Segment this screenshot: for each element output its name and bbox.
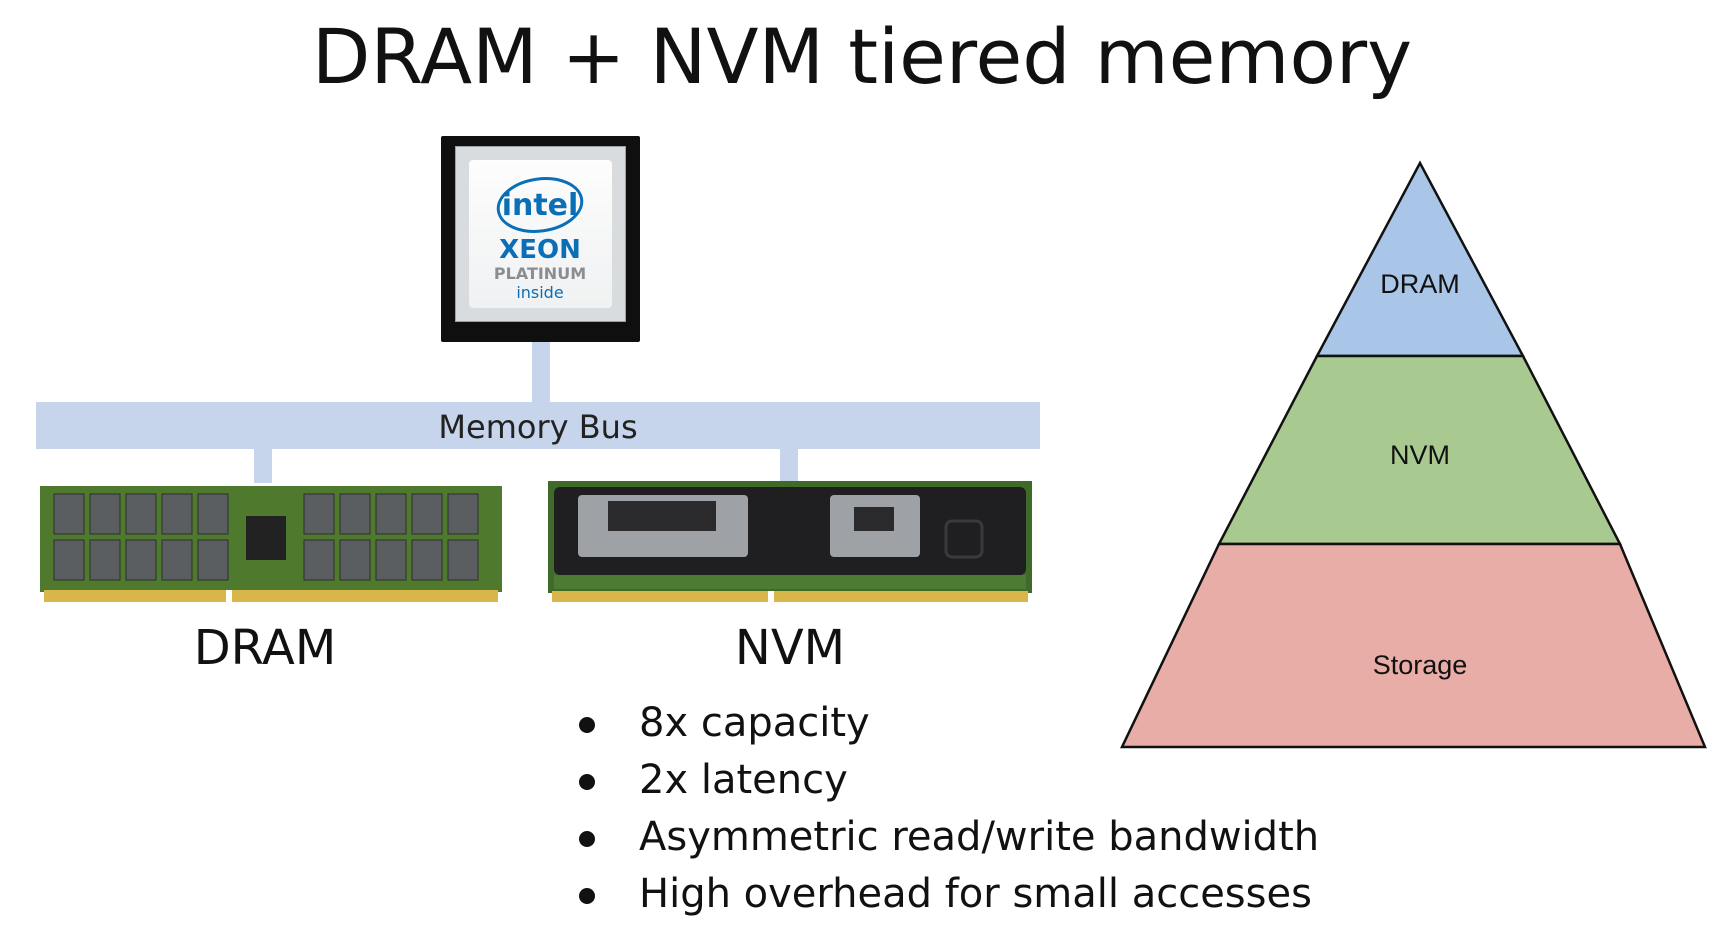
bullet-icon [579,831,595,847]
pyramid-tier-storage [1120,542,1707,749]
nvm-module-label: NVM [734,620,846,676]
nvm-properties-list: 8x capacity 2x latency Asymmetric read/w… [575,695,1319,923]
slide-title: DRAM + NVM tiered memory [311,12,1413,101]
cpu-tier-text: PLATINUM [494,264,586,283]
list-item: 8x capacity [575,695,1319,752]
dram-module-image [40,486,502,602]
nvm-bus-connector [780,449,798,483]
cpu-tagline-text: inside [516,283,563,302]
cpu-bus-connector [532,342,550,402]
pyramid-label-nvm: NVM [1390,440,1450,470]
bullet-icon [579,888,595,904]
pyramid-tier-dram [1314,160,1526,358]
bullet-icon [579,774,595,790]
list-item-text: High overhead for small accesses [639,871,1312,917]
dram-bus-connector [254,449,272,483]
list-item-text: 2x latency [639,757,848,803]
pyramid-label-dram: DRAM [1380,269,1460,299]
list-item: High overhead for small accesses [575,866,1319,923]
list-item: Asymmetric read/write bandwidth [575,809,1319,866]
dram-stick-graphic [40,486,502,602]
list-item-text: Asymmetric read/write bandwidth [639,814,1320,860]
memory-bus-label: Memory Bus [438,408,638,446]
pyramid-label-storage: Storage [1373,650,1468,680]
nvm-module-image [548,481,1032,602]
list-item: 2x latency [575,752,1319,809]
cpu-product-text: XEON [499,235,581,265]
list-item-text: 8x capacity [639,700,870,746]
dram-module-label: DRAM [193,620,337,676]
memory-bus: Memory Bus [36,402,1040,449]
memory-hierarchy-pyramid: DRAM NVM Storage [1120,160,1707,749]
intel-xeon-logo: intel XEON PLATINUM inside [494,177,586,302]
cpu-brand-text: intel [502,188,579,223]
nvm-stick-graphic [548,481,1032,602]
cpu-heat-spreader: intel XEON PLATINUM inside [455,146,626,322]
cpu-chip-image: intel XEON PLATINUM inside [441,136,640,342]
cpu-label-plate: intel XEON PLATINUM inside [469,160,612,308]
bullet-icon [579,717,595,733]
